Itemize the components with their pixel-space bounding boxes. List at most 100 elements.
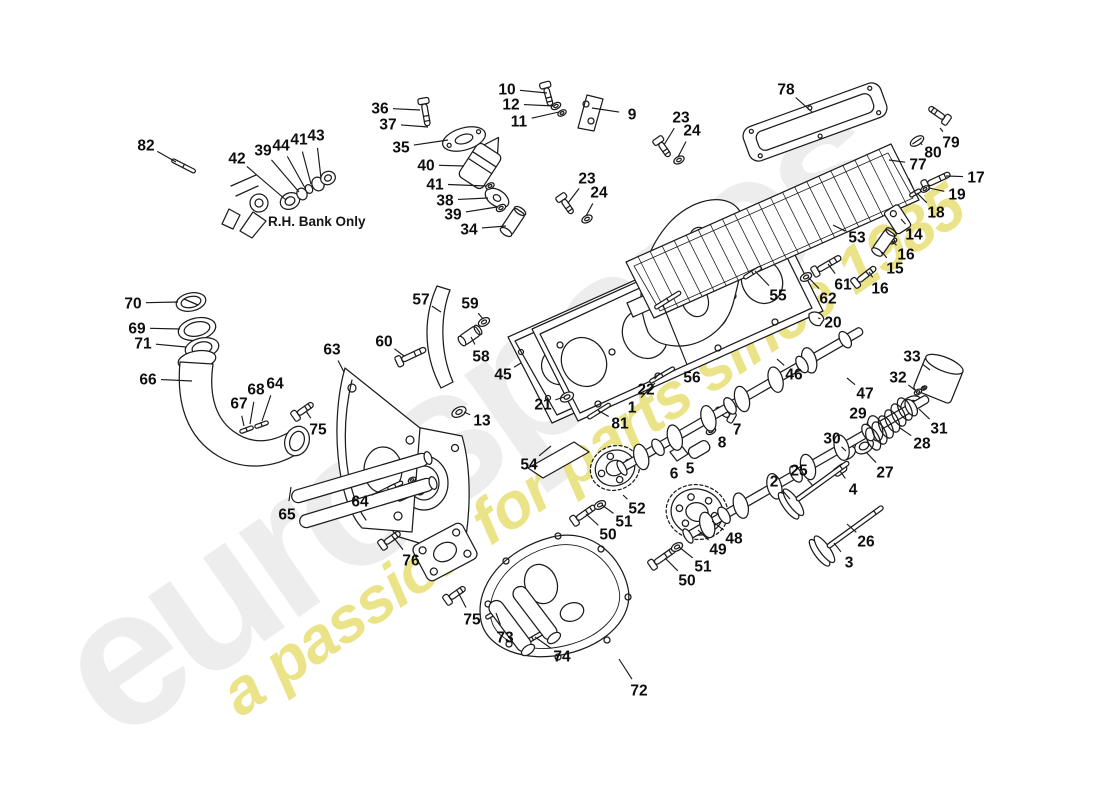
- part-label-70: 70: [124, 296, 141, 313]
- leader-line-25: [807, 479, 814, 487]
- bolt-glyph: [810, 255, 842, 278]
- valve-glyph: [777, 460, 850, 520]
- leader-line-51: [678, 546, 694, 559]
- exhaust-flange-plate: [412, 522, 478, 582]
- bolt-glyph: [442, 585, 466, 606]
- part-label-45: 45: [494, 367, 512, 384]
- hardware-layer: [171, 80, 952, 657]
- washer-glyph: [557, 109, 567, 117]
- leader-line-31: [918, 408, 930, 420]
- part-label-76: 76: [402, 553, 420, 570]
- leader-line-3: [833, 542, 842, 553]
- part-label-44: 44: [272, 138, 290, 155]
- part-label-26: 26: [857, 534, 875, 551]
- part-label-78: 78: [777, 82, 795, 99]
- rh-bank-note: R.H. Bank Only: [268, 214, 366, 229]
- leader-line-17: [945, 175, 964, 178]
- leader-line-64: [261, 395, 272, 422]
- part-label-40: 40: [417, 158, 434, 175]
- leader-line-49: [697, 529, 709, 541]
- stud-glyph: [171, 158, 196, 174]
- bolt-glyph: [290, 401, 314, 422]
- part-label-39: 39: [444, 207, 462, 224]
- leader-line-55: [754, 270, 770, 287]
- part-label-21: 21: [534, 397, 552, 414]
- leader-line-16: [891, 240, 897, 246]
- part-label-36: 36: [371, 101, 389, 118]
- part-label-50: 50: [678, 573, 695, 590]
- leader-line-28: [899, 427, 912, 437]
- leader-line-27: [865, 451, 877, 463]
- leader-line-14: [900, 218, 906, 225]
- part-label-61: 61: [834, 277, 852, 294]
- rh-bank-parts: [221, 170, 336, 239]
- leader-line-61: [827, 263, 836, 274]
- part-label-52: 52: [628, 501, 645, 518]
- leader-line-69: [149, 327, 181, 330]
- leader-line-24: [585, 203, 594, 217]
- washer-glyph: [920, 385, 928, 391]
- part-label-39: 39: [254, 143, 272, 160]
- leader-line-2: [782, 490, 791, 500]
- camshaft-glyph: [616, 327, 864, 476]
- stud-glyph: [909, 188, 922, 198]
- part-label-69: 69: [128, 321, 146, 338]
- leader-line-59: [477, 312, 484, 320]
- part-label-33: 33: [903, 349, 921, 366]
- part-label-71: 71: [134, 336, 152, 353]
- part-label-24: 24: [683, 123, 701, 140]
- leader-line-39: [465, 206, 498, 213]
- part-label-1: 1: [628, 400, 637, 417]
- part-label-20: 20: [824, 315, 841, 332]
- tube-glyph: [299, 476, 438, 529]
- part-label-55: 55: [769, 288, 787, 305]
- leader-line-76: [393, 537, 404, 551]
- part-label-19: 19: [948, 187, 966, 204]
- part-label-18: 18: [927, 205, 945, 222]
- exhaust-elbow: [175, 292, 311, 467]
- leader-line-51: [601, 504, 614, 514]
- part-label-51: 51: [694, 559, 712, 576]
- part-label-8: 8: [718, 435, 727, 452]
- bolt-glyph: [850, 265, 877, 289]
- washer-glyph: [593, 500, 607, 510]
- leader-line-62: [807, 276, 820, 289]
- leader-line-57: [431, 305, 442, 313]
- leader-line-23: [663, 127, 675, 146]
- part-label-10: 10: [498, 82, 515, 99]
- stud-glyph: [649, 366, 676, 384]
- leader-line-82: [157, 150, 177, 163]
- part-label-7: 7: [733, 422, 742, 439]
- tube-glyph: [291, 451, 433, 504]
- valve-spring-glyph: [865, 397, 913, 451]
- part-label-63: 63: [323, 342, 341, 359]
- leader-line-45: [513, 362, 522, 368]
- leader-line-77: [888, 159, 906, 163]
- leader-line-34: [481, 225, 507, 229]
- part-label-43: 43: [307, 128, 325, 145]
- leader-line-53: [832, 224, 846, 232]
- leader-line-19: [928, 187, 945, 192]
- leader-line-44: [286, 156, 306, 189]
- part-label-58: 58: [472, 349, 490, 366]
- washer-glyph: [581, 214, 593, 224]
- leader-line-74: [534, 636, 552, 649]
- leader-line-73: [495, 612, 501, 626]
- bolt-glyph: [538, 80, 554, 107]
- washer-glyph: [495, 203, 507, 213]
- leader-line-39: [271, 159, 300, 193]
- bolt-glyph: [394, 346, 427, 368]
- leader-line-64: [371, 483, 395, 496]
- leader-line-35: [413, 139, 449, 146]
- timing-backplate: [426, 285, 454, 389]
- washer-glyph: [559, 391, 575, 403]
- part-label-41: 41: [426, 177, 444, 194]
- sensor-bracket: [883, 204, 912, 235]
- part-label-74: 74: [553, 649, 571, 666]
- part-label-31: 31: [930, 421, 948, 438]
- washer-glyph: [673, 155, 685, 165]
- part-label-82: 82: [137, 138, 154, 155]
- leader-line-29: [866, 422, 874, 431]
- bolt-glyph: [652, 135, 671, 158]
- valve-cover-gasket: [742, 82, 888, 162]
